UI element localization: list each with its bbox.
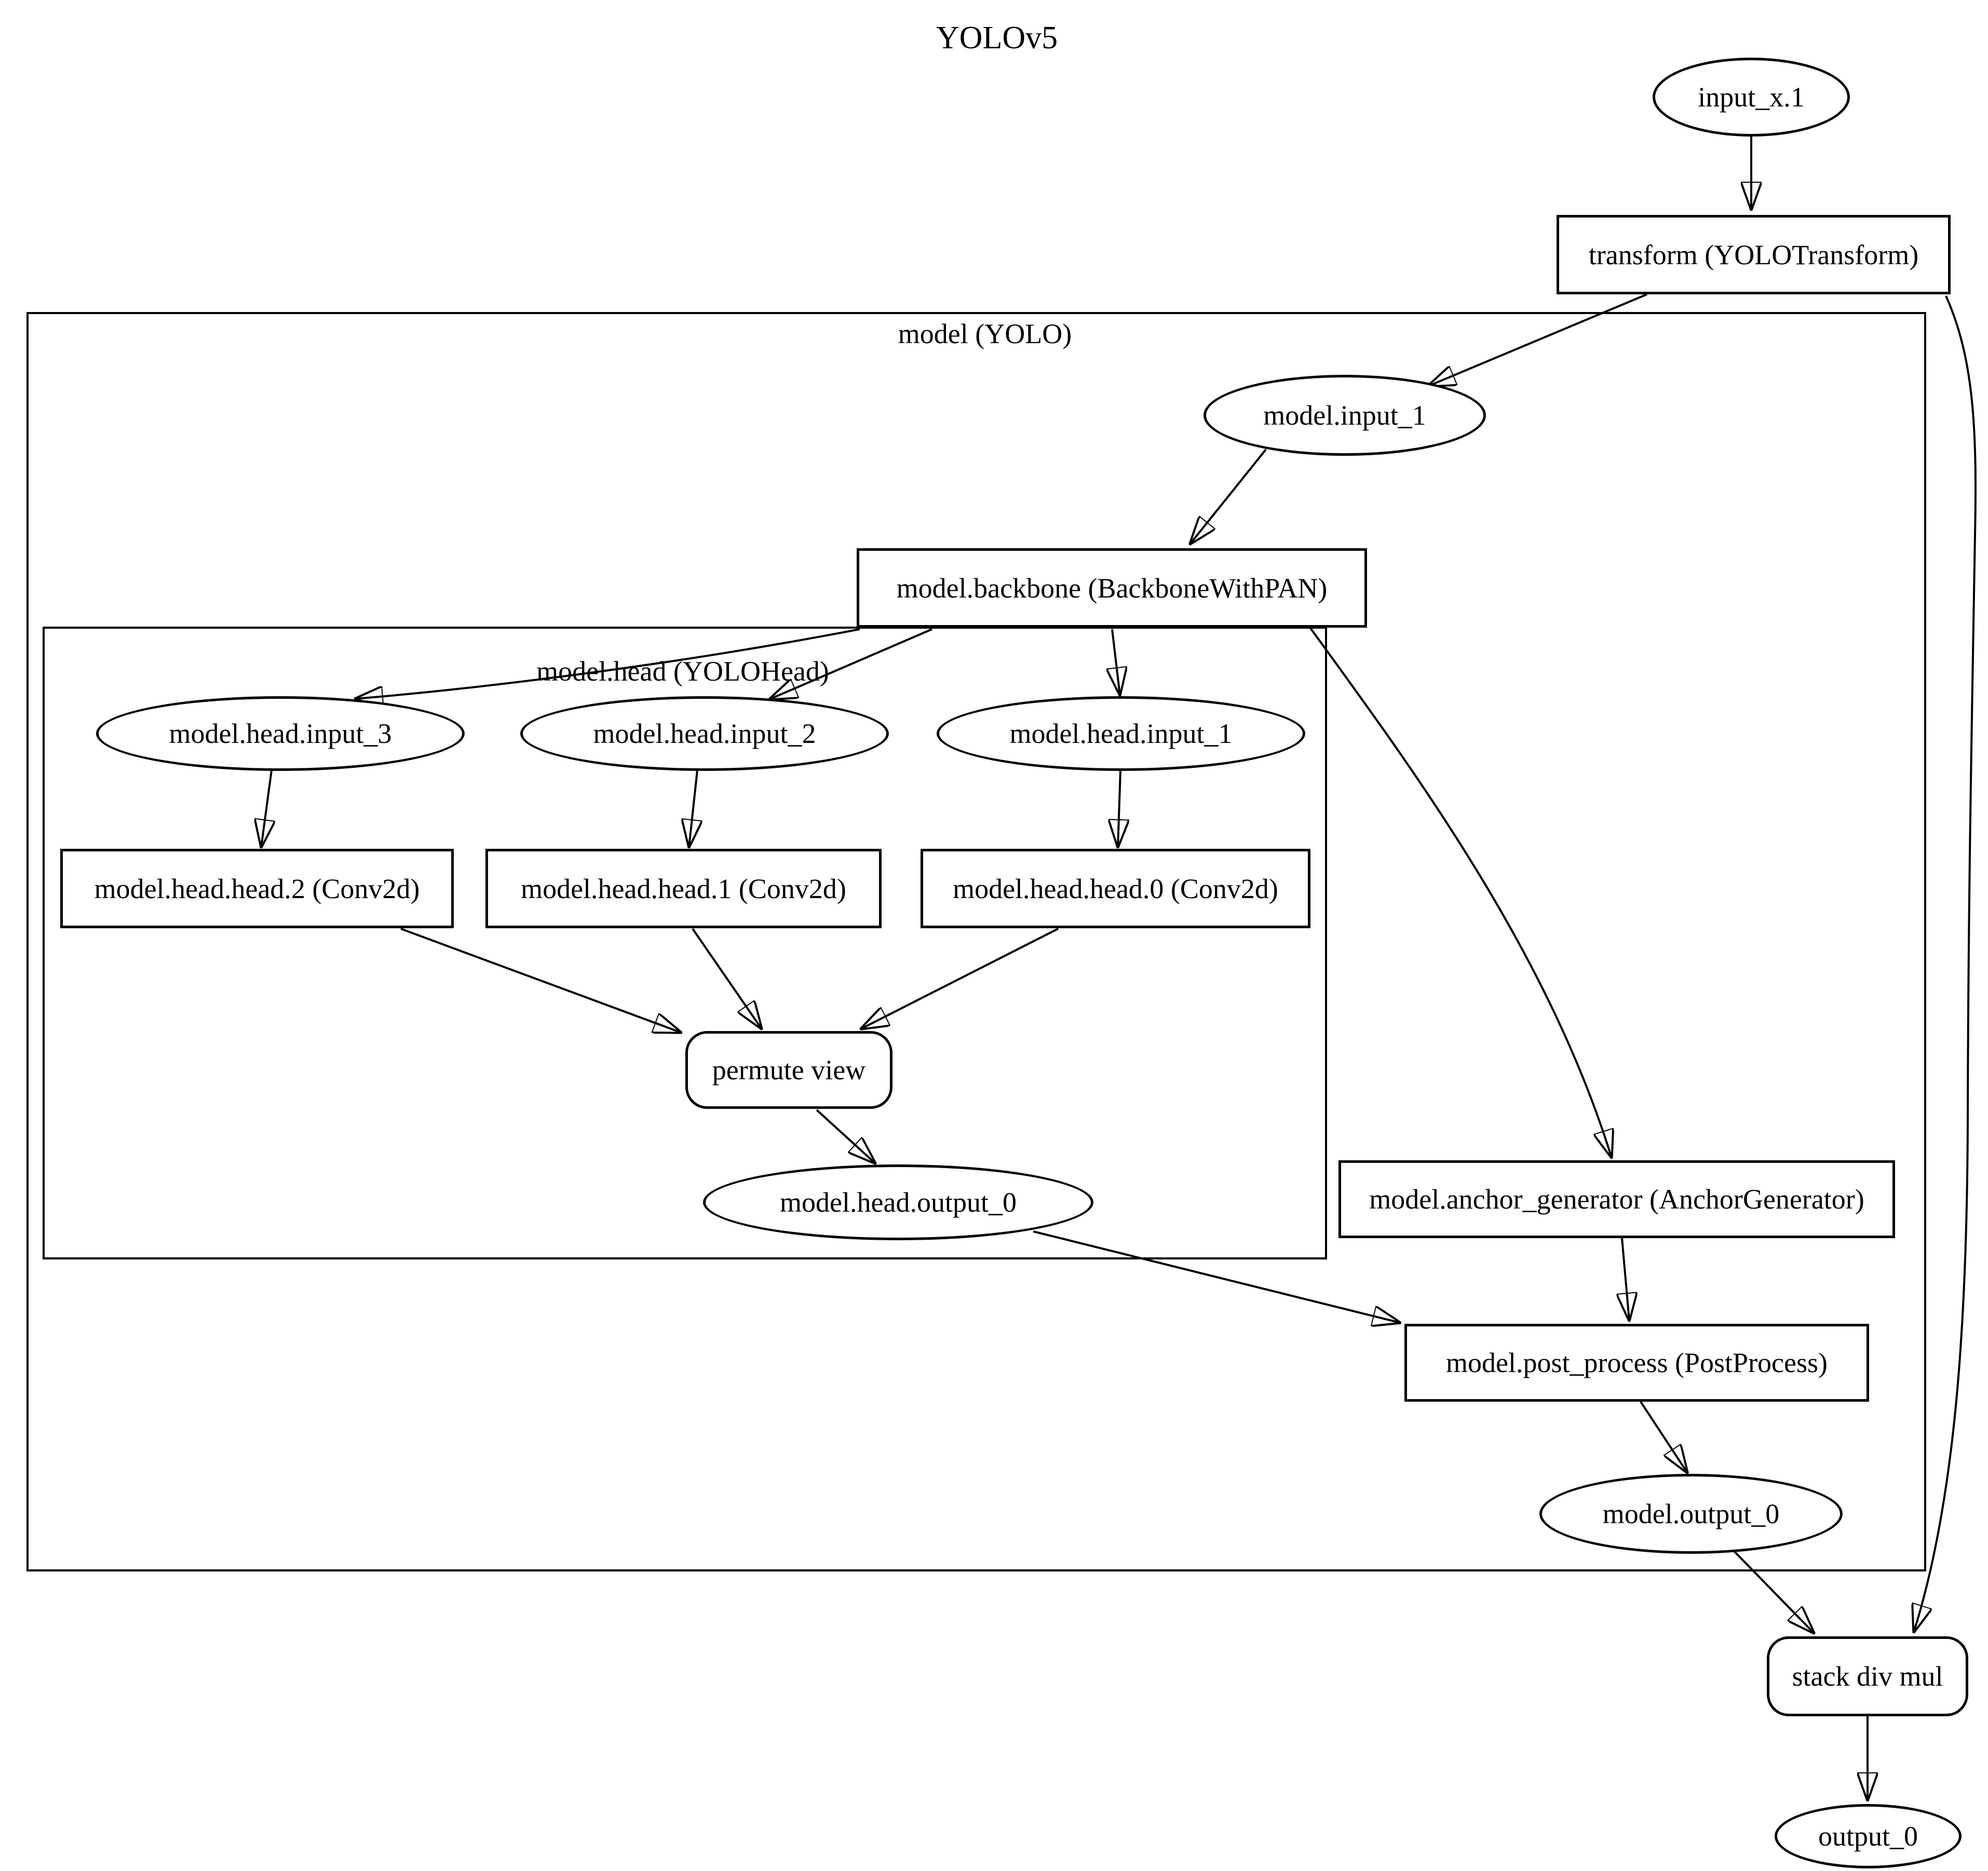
edge-anchor_generator-to-post_process <box>1622 1238 1629 1321</box>
node-post_process: model.post_process (PostProcess) <box>1404 1324 1869 1402</box>
edge-transform-to-model_input_1 <box>1428 293 1647 386</box>
edge-head_input_3-to-head_2 <box>261 770 272 847</box>
cluster-model <box>26 312 1926 1571</box>
edge-head_input_1-to-head_0 <box>1118 770 1120 847</box>
node-head_input_1: model.head.input_1 <box>937 696 1305 771</box>
edge-head_1-to-permute <box>692 928 762 1029</box>
node-input_x_1: input_x.1 <box>1653 58 1850 137</box>
edge-head_output_0-to-post_process <box>1033 1230 1400 1323</box>
cluster-head <box>43 627 1327 1259</box>
edge-backbone-to-anchor_generator <box>1309 627 1612 1158</box>
node-stack_div_mul: stack div mul <box>1767 1636 1968 1716</box>
edge-model_output_0-to-stack_div_mul <box>1732 1549 1814 1633</box>
node-anchor_generator: model.anchor_generator (AnchorGenerator) <box>1338 1160 1895 1238</box>
node-head_output_0: model.head.output_0 <box>703 1164 1093 1240</box>
edge-backbone-to-head_input_2 <box>769 628 932 699</box>
node-head_2: model.head.head.2 (Conv2d) <box>60 849 454 928</box>
node-output_0: output_0 <box>1775 1804 1962 1868</box>
node-head_0: model.head.head.0 (Conv2d) <box>921 849 1310 928</box>
edge-head_input_2-to-head_1 <box>689 770 697 847</box>
edge-head_2-to-permute <box>400 928 681 1033</box>
node-transform: transform (YOLOTransform) <box>1557 215 1951 294</box>
node-head_1: model.head.head.1 (Conv2d) <box>485 849 882 928</box>
node-backbone: model.backbone (BackboneWithPAN) <box>857 548 1367 628</box>
edge-post_process-to-model_output_0 <box>1640 1401 1687 1473</box>
edge-head_0-to-permute <box>861 928 1059 1029</box>
diagram-title: YOLOv5 <box>936 20 1058 56</box>
node-model_input_1: model.input_1 <box>1203 375 1486 456</box>
edge-backbone-to-head_input_1 <box>1112 629 1120 695</box>
edge-backbone-to-head_input_3 <box>355 628 860 699</box>
node-model_output_0: model.output_0 <box>1539 1474 1843 1554</box>
cluster-model-label: model (YOLO) <box>898 318 1072 349</box>
node-permute: permute view <box>685 1031 892 1109</box>
edge-permute-to-head_output_0 <box>816 1109 875 1163</box>
node-head_input_2: model.head.input_2 <box>520 696 889 771</box>
node-head_input_3: model.head.input_3 <box>96 696 465 771</box>
edge-transform-to-stack_div_mul <box>1914 295 1977 1632</box>
edge-model_input_1-to-backbone <box>1190 449 1267 544</box>
